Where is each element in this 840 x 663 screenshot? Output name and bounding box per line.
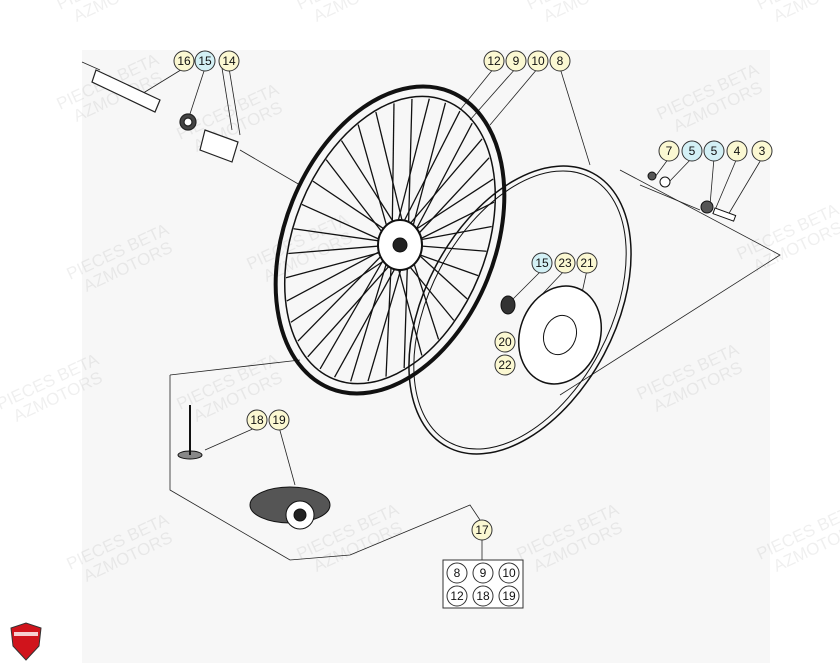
spoke: [407, 201, 495, 246]
callout-14[interactable]: 14: [218, 50, 240, 72]
callout-18[interactable]: 18: [246, 409, 268, 431]
kit-item-9[interactable]: 9: [472, 562, 494, 584]
callout-15[interactable]: 15: [194, 50, 216, 72]
callout-label: 5: [689, 144, 696, 158]
callout-label: 20: [498, 335, 512, 349]
kit-item-label: 10: [502, 566, 516, 580]
kit-item-label: 9: [480, 566, 487, 580]
callout-8[interactable]: 8: [549, 50, 571, 72]
watermark-line2: AZMOTORS: [310, 0, 405, 26]
callout-4[interactable]: 4: [726, 140, 748, 162]
callout-16[interactable]: 16: [173, 50, 195, 72]
spoke: [407, 157, 490, 246]
callout-label: 15: [535, 256, 549, 270]
callout-12[interactable]: 12: [483, 50, 505, 72]
kit-item-12[interactable]: 12: [446, 585, 468, 607]
callout-label: 3: [759, 144, 766, 158]
callout-label: 17: [475, 523, 489, 537]
callout-label: 19: [272, 413, 286, 427]
callout-17[interactable]: 17: [471, 519, 493, 541]
watermark-line2: AZMOTORS: [70, 0, 165, 26]
wheel-rim: [273, 84, 632, 455]
callout-label: 23: [558, 256, 572, 270]
callout-15[interactable]: 15: [531, 252, 553, 274]
kit-item-label: 19: [502, 589, 516, 603]
callout-23[interactable]: 23: [554, 252, 576, 274]
callout-label: 9: [513, 54, 520, 68]
callout-20[interactable]: 20: [494, 331, 516, 353]
hub: [249, 486, 331, 530]
kit-item-label: 18: [476, 589, 490, 603]
small-parts: [177, 171, 737, 460]
callout-label: 18: [250, 413, 264, 427]
azmotors-logo: [10, 622, 42, 661]
callout-5[interactable]: 5: [681, 140, 703, 162]
callout-10[interactable]: 10: [527, 50, 549, 72]
callout-7[interactable]: 7: [658, 140, 680, 162]
axle: [91, 69, 239, 163]
kit-item-label: 8: [454, 566, 461, 580]
callout-label: 16: [177, 54, 191, 68]
callout-label: 15: [198, 54, 212, 68]
callout-label: 21: [580, 256, 594, 270]
kit-item-10[interactable]: 10: [498, 562, 520, 584]
kit-item-19[interactable]: 19: [498, 585, 520, 607]
spoke: [297, 244, 393, 342]
spoke: [319, 244, 393, 370]
callout-label: 10: [531, 54, 545, 68]
spoke: [350, 244, 393, 382]
diagram-panel: [82, 50, 770, 663]
watermark-line2: AZMOTORS: [540, 0, 635, 26]
spoke: [301, 203, 393, 246]
callout-21[interactable]: 21: [576, 252, 598, 274]
callout-label: 14: [222, 54, 236, 68]
callout-label: 12: [487, 54, 501, 68]
spoke: [407, 102, 447, 246]
callout-3[interactable]: 3: [751, 140, 773, 162]
callout-9[interactable]: 9: [505, 50, 527, 72]
callout-5[interactable]: 5: [703, 140, 725, 162]
kit-item-8[interactable]: 8: [446, 562, 468, 584]
callout-label: 5: [711, 144, 718, 158]
kit-item-label: 12: [450, 589, 464, 603]
kit-box: 8 9 10 12 18 19: [442, 559, 524, 609]
callout-19[interactable]: 19: [268, 409, 290, 431]
callout-22[interactable]: 22: [494, 354, 516, 376]
callout-label: 22: [498, 358, 512, 372]
spoke: [407, 122, 473, 246]
callout-label: 7: [666, 144, 673, 158]
spoke: [288, 244, 393, 255]
watermark-line2: AZMOTORS: [770, 0, 840, 26]
callout-label: 4: [734, 144, 741, 158]
callout-label: 8: [557, 54, 564, 68]
brake-disc: [500, 285, 603, 385]
kit-item-18[interactable]: 18: [472, 585, 494, 607]
